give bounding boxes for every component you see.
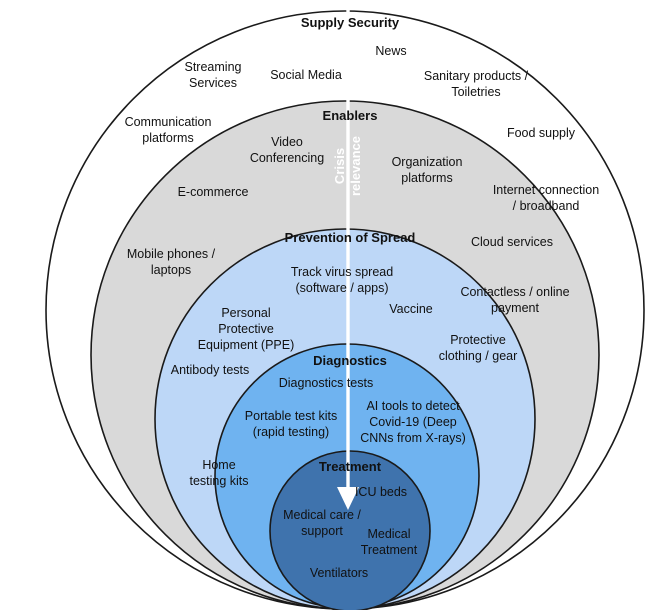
item-track-virus-spread-line: Track virus spread [291,265,393,279]
item-ai-tools-line: CNNs from X-rays) [360,431,466,445]
item-internet-connection-line: Internet connection [493,183,599,197]
item-streaming-services-line: Streaming [185,60,242,74]
item-ventilators: Ventilators [310,566,368,580]
item-cloud-services: Cloud services [471,235,553,249]
item-contactless-payment-line: payment [491,301,539,315]
rings-layer [45,10,645,610]
item-medical-care-line: support [301,524,343,538]
item-diagnostics-tests: Diagnostics tests [279,376,373,390]
title-treatment: Treatment [319,459,382,474]
item-medical-treatment-line: Treatment [361,543,418,557]
item-vaccine-line: Vaccine [389,302,433,316]
item-portable-test-kits-line: Portable test kits [245,409,337,423]
item-video-conferencing-line: Conferencing [250,151,324,165]
item-communication-platforms-line: platforms [142,131,193,145]
item-mobile-phones-line: Mobile phones / [127,247,216,261]
item-mobile-phones: Mobile phones / laptops [127,247,216,277]
item-e-commerce-line: E-commerce [178,185,249,199]
item-protective-clothing-line: Protective [450,333,506,347]
item-medical-care: Medical care / support [283,508,361,538]
item-communication-platforms: Communication platforms [125,115,212,145]
item-cloud-services-line: Cloud services [471,235,553,249]
item-social-media-line: Social Media [270,68,342,82]
item-food-supply: Food supply [507,126,576,140]
item-organization-platforms: Organization platforms [392,155,463,185]
item-social-media: Social Media [270,68,342,82]
item-communication-platforms-line: Communication [125,115,212,129]
item-icu-beds-line: ICU beds [355,485,407,499]
item-antibody-tests-line: Antibody tests [171,363,250,377]
item-antibody-tests: Antibody tests [171,363,250,377]
item-ai-tools-line: Covid-19 (Deep [369,415,457,429]
item-protective-clothing-line: clothing / gear [439,349,518,363]
item-organization-platforms-line: Organization [392,155,463,169]
item-ai-tools-line: AI tools to detect [366,399,460,413]
item-sanitary-products: Sanitary products / Toiletries [424,69,529,99]
item-food-supply-line: Food supply [507,126,576,140]
item-video-conferencing-line: Video [271,135,303,149]
item-medical-treatment-line: Medical [367,527,410,541]
item-icu-beds: ICU beds [355,485,407,499]
item-diagnostics-tests-line: Diagnostics tests [279,376,373,390]
item-home-testing-kits-line: testing kits [189,474,248,488]
item-home-testing-kits-line: Home [202,458,235,472]
title-enablers: Enablers [323,108,378,123]
item-contactless-payment: Contactless / online payment [460,285,569,315]
item-protective-clothing: Protective clothing / gear [439,333,518,363]
arrow-label-line-1: Crisis [332,148,347,184]
item-e-commerce: E-commerce [178,185,249,199]
item-track-virus-spread-line: (software / apps) [295,281,388,295]
title-supply-security: Supply Security [301,15,400,30]
item-ppe-line: Personal [221,306,270,320]
ring-titles: Supply Security Enablers Prevention of S… [285,15,416,474]
item-internet-connection-line: / broadband [513,199,580,213]
item-medical-care-line: Medical care / [283,508,361,522]
title-prevention-of-spread: Prevention of Spread [285,230,416,245]
item-sanitary-products-line: Sanitary products / [424,69,529,83]
item-portable-test-kits-line: (rapid testing) [253,425,329,439]
ring-treatment [269,450,431,610]
item-ppe-line: Protective [218,322,274,336]
item-home-testing-kits: Home testing kits [189,458,248,488]
item-ppe-line: Equipment (PPE) [198,338,295,352]
item-news-line: News [375,44,406,58]
item-organization-platforms-line: platforms [401,171,452,185]
item-contactless-payment-line: Contactless / online [460,285,569,299]
item-vaccine: Vaccine [389,302,433,316]
item-ventilators-line: Ventilators [310,566,368,580]
item-internet-connection: Internet connection / broadband [493,183,599,213]
title-diagnostics: Diagnostics [313,353,387,368]
item-mobile-phones-line: laptops [151,263,191,277]
item-portable-test-kits: Portable test kits (rapid testing) [245,409,337,439]
arrow-head [337,487,359,510]
item-news: News [375,44,406,58]
crisis-relevance-arrow: Crisis relevance [332,5,363,510]
item-track-virus-spread: Track virus spread (software / apps) [291,265,393,295]
arrow-label-line-2: relevance [348,136,363,196]
item-sanitary-products-line: Toiletries [451,85,500,99]
item-streaming-services-line: Services [189,76,237,90]
